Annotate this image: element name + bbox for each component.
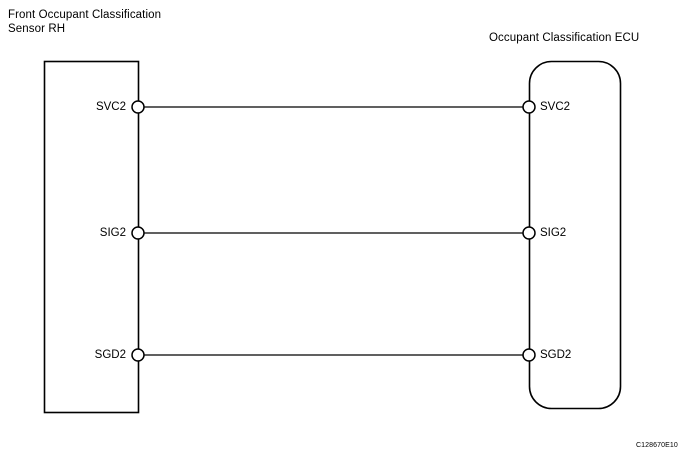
pin-terminal-right-svc2 [522, 100, 536, 114]
pin-label-left-svc2: SVC2 [95, 101, 126, 113]
pin-terminal-right-sig2 [522, 226, 536, 240]
pin-terminal-right-sgd2 [522, 348, 536, 362]
pin-terminal-left-svc2 [131, 100, 145, 114]
left-component-title: Front Occupant Classification Sensor RH [8, 9, 162, 35]
pin-label-left-sig2: SIG2 [99, 227, 126, 239]
right-component-title: Occupant Classification ECU [489, 32, 640, 44]
reference-code: C128670E10 [636, 442, 678, 449]
pin-label-right-sgd2: SGD2 [540, 349, 572, 361]
pin-label-left-sgd2: SGD2 [94, 349, 126, 361]
pin-label-right-svc2: SVC2 [540, 101, 571, 113]
pin-terminal-left-sgd2 [131, 348, 145, 362]
pin-terminal-left-sig2 [131, 226, 145, 240]
pin-label-right-sig2: SIG2 [540, 227, 567, 239]
